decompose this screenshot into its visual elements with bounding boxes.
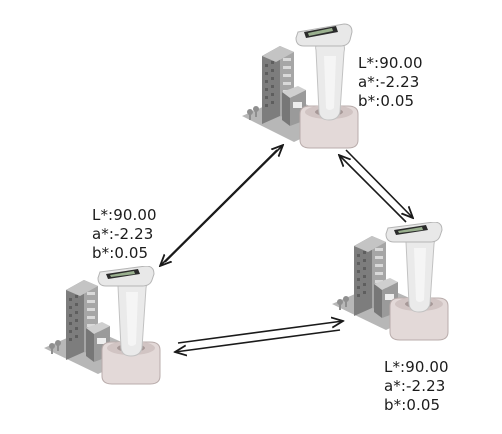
station-top [236, 16, 366, 150]
reading-l-value: L*:90.00 [384, 358, 449, 376]
reading-a-value: a*:-2.23 [384, 377, 446, 395]
reading-b-value: b*:0.05 [92, 244, 149, 262]
reading-top: L*:90.00 a*:-2.23 b*:0.05 [358, 54, 423, 111]
colorimeter-with-building-icon [242, 23, 359, 149]
reading-b-value: b*:0.05 [358, 92, 415, 110]
reading-b-value: b*:0.05 [384, 396, 441, 414]
reading-l-value: L*:90.00 [358, 54, 423, 72]
reading-left: L*:90.00 a*:-2.23 b*:0.05 [92, 206, 157, 263]
colorimeter-with-building-icon [44, 266, 161, 385]
colorimeter-with-building-icon [332, 222, 449, 341]
bidirectional-arrow-icon [175, 321, 343, 352]
bidirectional-arrow-icon [339, 149, 413, 223]
reading-a-value: a*:-2.23 [92, 225, 154, 243]
bidirectional-arrow-icon [160, 145, 283, 266]
station-right [328, 222, 460, 342]
station-left [40, 266, 172, 386]
reading-right: L*:90.00 a*:-2.23 b*:0.05 [384, 358, 449, 415]
reading-l-value: L*:90.00 [92, 206, 157, 224]
reading-a-value: a*:-2.23 [358, 73, 420, 91]
